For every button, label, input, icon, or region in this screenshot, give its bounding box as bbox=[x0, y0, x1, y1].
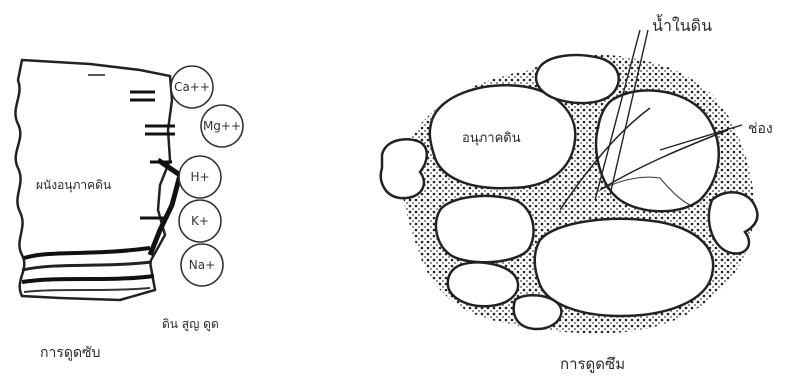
svg-text:H+: H+ bbox=[190, 170, 209, 184]
particle-wall-label: ผนังอนุภาคดิน bbox=[36, 178, 112, 192]
svg-text:Na+: Na+ bbox=[189, 258, 215, 272]
ion-k: K+ bbox=[178, 199, 222, 243]
absorption-caption: การดูดซึม bbox=[560, 355, 626, 373]
soil-water-label: น้ำในดิน bbox=[652, 16, 712, 35]
ion-na: Na+ bbox=[180, 243, 224, 287]
adsorbed-ions-label: ดิน สูญ ดูด bbox=[162, 317, 219, 331]
soil-particle-label: อนุภาคดิน bbox=[462, 131, 521, 146]
pore-label: ช่อง bbox=[748, 121, 773, 137]
ion-mg: Mg++ bbox=[200, 104, 244, 148]
adsorption-caption: การดูดซับ bbox=[40, 345, 101, 361]
clay-particle bbox=[14, 58, 183, 302]
leader-lines bbox=[594, 29, 743, 201]
ion-h: H+ bbox=[178, 155, 222, 199]
ion-ca: Ca++ bbox=[170, 65, 214, 109]
svg-text:K+: K+ bbox=[191, 214, 209, 228]
svg-text:Ca++: Ca++ bbox=[174, 80, 210, 94]
svg-text:Mg++: Mg++ bbox=[203, 119, 241, 133]
